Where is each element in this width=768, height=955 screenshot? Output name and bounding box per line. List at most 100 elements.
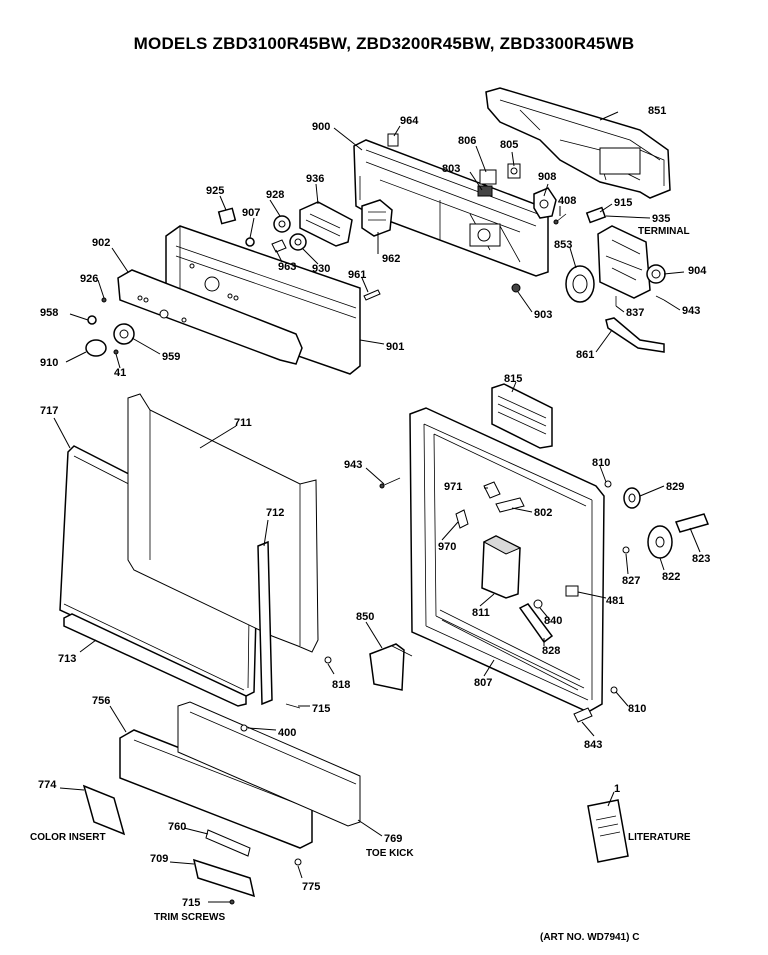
toe-kick-label: TOE KICK — [366, 848, 414, 859]
callout-907: 907 — [242, 207, 260, 219]
callout-774: 774 — [38, 779, 57, 791]
part-900-control-frame — [353, 139, 549, 277]
callout-805: 805 — [500, 139, 518, 151]
callout-827: 827 — [622, 575, 640, 587]
part-958-button — [87, 315, 97, 325]
part-840-spring — [533, 599, 543, 609]
callout-928: 928 — [266, 189, 284, 201]
part-853-dial — [565, 265, 595, 303]
part-815-vent — [491, 383, 553, 449]
part-861-lever — [605, 317, 665, 353]
part-961-pin — [363, 289, 381, 301]
callout-810-lower: 810 — [628, 703, 646, 715]
callout-840: 840 — [544, 615, 562, 627]
part-810-screw-lower — [610, 686, 618, 694]
part-805-switch — [507, 163, 521, 179]
part-806-switch — [479, 169, 497, 185]
part-904-timer — [597, 225, 666, 299]
callout-900: 900 — [312, 121, 330, 133]
callout-964: 964 — [400, 115, 419, 127]
callout-926: 926 — [80, 273, 98, 285]
callout-806: 806 — [458, 135, 476, 147]
callout-925: 925 — [206, 185, 224, 197]
part-715-screw-upper — [285, 703, 301, 709]
callout-850: 850 — [356, 611, 374, 623]
part-810-screw-upper — [604, 480, 612, 488]
literature-label: LITERATURE — [628, 832, 691, 843]
callout-936: 936 — [306, 173, 324, 185]
callout-837: 837 — [626, 307, 644, 319]
part-851-vent-duct — [485, 87, 671, 199]
callout-959: 959 — [162, 351, 180, 363]
callout-408: 408 — [558, 195, 576, 207]
part-818-screw — [324, 656, 332, 664]
callout-815: 815 — [504, 373, 522, 385]
part-400-screw — [240, 724, 248, 732]
callout-715-lower: 715 — [182, 897, 200, 909]
part-774-color-insert — [82, 784, 126, 836]
callout-908: 908 — [538, 171, 556, 183]
part-908-bracket — [533, 187, 557, 219]
part-970-latch — [455, 509, 469, 529]
callout-756: 756 — [92, 695, 110, 707]
callout-769: 769 — [384, 833, 402, 845]
callout-775: 775 — [302, 881, 320, 893]
part-926-screw — [101, 297, 107, 303]
part-802-lever — [495, 497, 525, 513]
callout-904: 904 — [688, 265, 707, 277]
part-775-screw — [294, 858, 302, 866]
part-408-screw — [553, 213, 567, 225]
callout-901: 901 — [386, 341, 404, 353]
callout-930: 930 — [312, 263, 330, 275]
callout-400: 400 — [278, 727, 296, 739]
part-711-door-liner — [127, 393, 319, 653]
callout-903: 903 — [534, 309, 552, 321]
callout-970: 970 — [438, 541, 456, 553]
callout-861: 861 — [576, 349, 594, 361]
leader-lines — [53, 111, 701, 903]
callout-labels: 851 964 900 806 805 803 908 408 915 935 … — [30, 105, 710, 923]
part-971-hinge — [483, 481, 501, 499]
part-910-knob — [85, 339, 107, 357]
part-756-kick-panel — [119, 729, 313, 849]
part-803-switch — [477, 185, 493, 197]
callout-971: 971 — [444, 481, 462, 493]
part-962-selector — [361, 199, 393, 237]
part-902-trim-panel — [117, 269, 303, 365]
callout-935: 935 — [652, 213, 670, 225]
callout-822: 822 — [662, 571, 680, 583]
callout-717: 717 — [40, 405, 58, 417]
callout-962: 962 — [382, 253, 400, 265]
part-823-switch — [674, 513, 710, 533]
part-903-grommet — [511, 283, 521, 293]
part-943-screw-upper — [655, 295, 665, 301]
callout-715-upper: 715 — [312, 703, 330, 715]
callout-829: 829 — [666, 481, 684, 493]
callout-823: 823 — [692, 553, 710, 565]
color-insert-label: COLOR INSERT — [30, 832, 106, 843]
part-963-pin — [271, 239, 287, 253]
part-41-spring — [113, 349, 119, 355]
callout-713: 713 — [58, 653, 76, 665]
part-829-knob — [623, 487, 641, 509]
part-907-plug — [245, 237, 255, 247]
terminal-label: TERMINAL — [638, 226, 690, 237]
callout-760: 760 — [168, 821, 186, 833]
callout-943-lower: 943 — [344, 459, 362, 471]
callout-802: 802 — [534, 507, 552, 519]
callout-711: 711 — [234, 417, 252, 429]
callout-915: 915 — [614, 197, 632, 209]
callout-851: 851 — [648, 105, 666, 117]
callout-810-upper: 810 — [592, 457, 610, 469]
part-959-knob-ring — [113, 323, 135, 345]
callout-712: 712 — [266, 507, 284, 519]
callout-481: 481 — [606, 595, 624, 607]
part-828-arm — [518, 603, 554, 644]
part-943-screw-lower — [379, 477, 401, 489]
page-title: MODELS ZBD3100R45BW, ZBD3200R45BW, ZBD33… — [133, 34, 635, 53]
callout-853: 853 — [554, 239, 572, 251]
callout-943-upper: 943 — [682, 305, 700, 317]
callout-709: 709 — [150, 853, 168, 865]
part-822-cam — [647, 525, 673, 559]
